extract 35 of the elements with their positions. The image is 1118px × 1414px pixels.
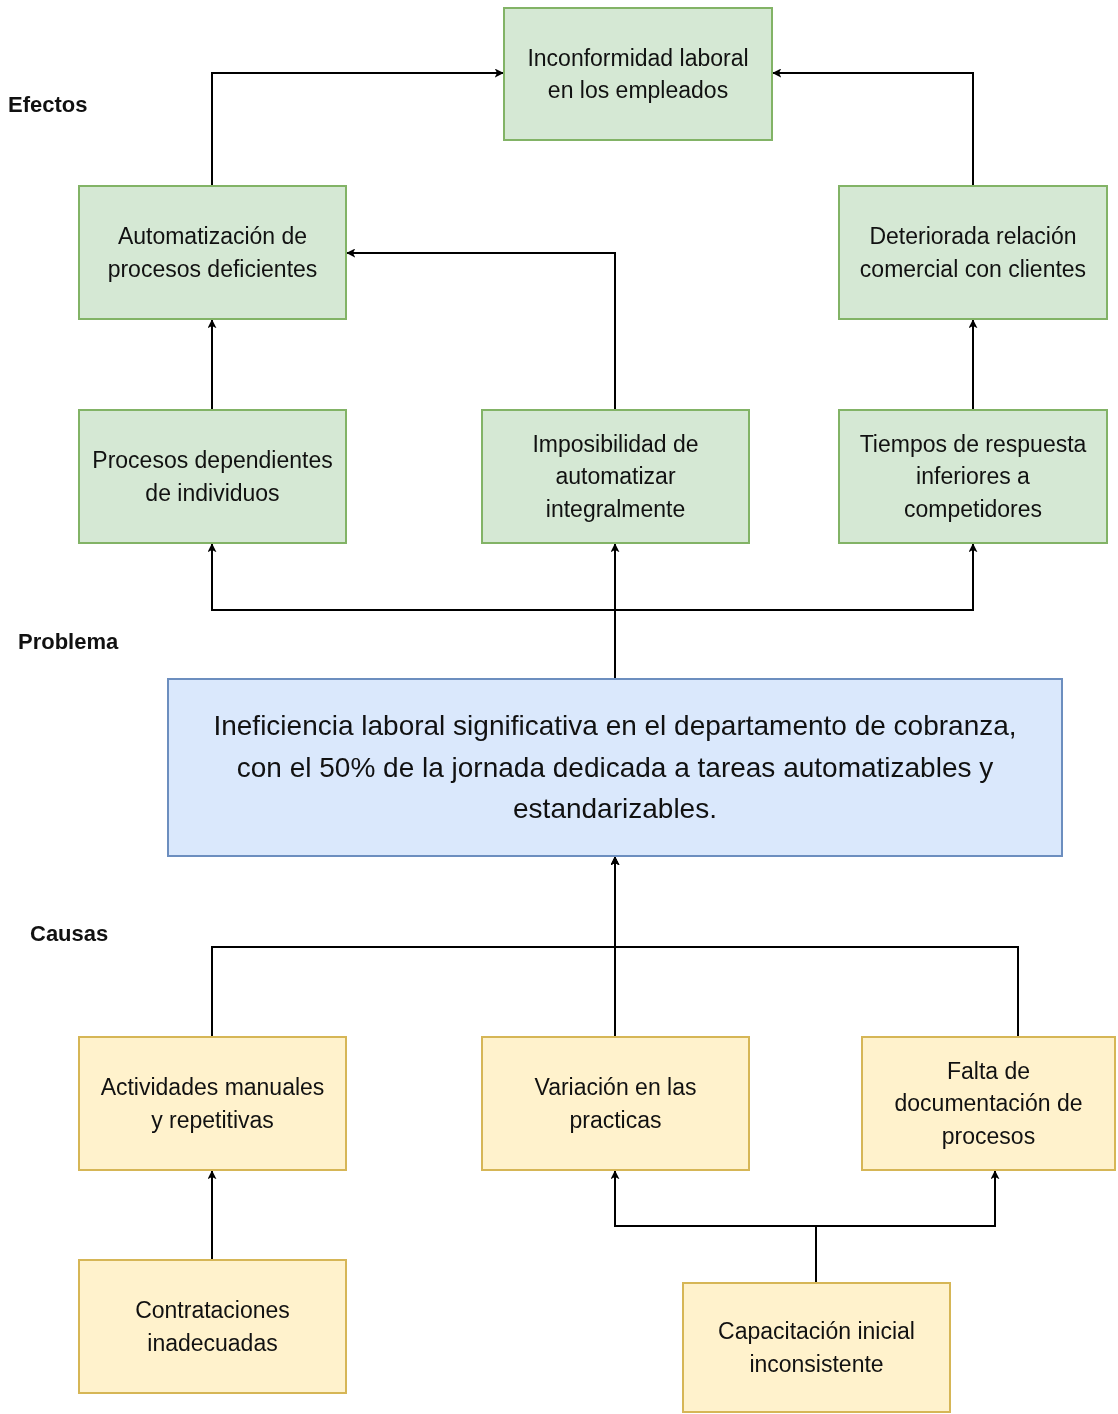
node-text: Contrataciones inadecuadas	[134, 1296, 291, 1358]
cause-box	[481, 1036, 750, 1171]
arrow	[346, 248, 616, 410]
node-text: Ineficiencia laboral significativa en el departamento de cobranza, con el 50% de la jornada dedicada a tareas automatizables y estandarizables.	[212, 709, 1018, 827]
effect-box	[481, 409, 750, 544]
effect-box	[838, 409, 1108, 544]
arrow	[610, 856, 1019, 1037]
problem-box	[167, 678, 1063, 857]
cause-box	[861, 1036, 1116, 1171]
arrow	[211, 68, 504, 186]
arrow	[207, 1170, 217, 1260]
node-text: Actividades manuales y repetitivas	[99, 1073, 326, 1135]
arrow	[772, 68, 974, 186]
effect-box	[78, 409, 347, 544]
node-text: Procesos dependientes de individuos	[91, 446, 334, 508]
node-text: Deteriorada relación comercial con clientes	[858, 222, 1088, 284]
effect-box	[78, 185, 347, 320]
section-heading: Problema	[18, 629, 119, 655]
section-heading: Causas	[30, 921, 109, 947]
cause-box	[78, 1036, 347, 1171]
node-text: Falta de documentación de procesos	[893, 1057, 1084, 1151]
effect-box	[503, 7, 773, 141]
node-text: Automatización de procesos deficientes	[106, 222, 319, 284]
node-text: Imposibilidad de automatizar integralmente	[531, 430, 700, 524]
arrow	[968, 319, 978, 410]
arrow	[207, 319, 217, 410]
cause-box	[78, 1259, 347, 1394]
arrow	[815, 1170, 1000, 1283]
node-text: Capacitación inicial inconsistente	[717, 1317, 916, 1379]
section-heading: Efectos	[8, 92, 88, 118]
cause-box	[682, 1282, 951, 1413]
node-text: Inconformidad laboral en los empleados	[526, 43, 750, 105]
effect-box	[838, 185, 1108, 320]
node-text: Tiempos de respuesta inferiores a competidores	[858, 430, 1088, 524]
node-text: Variación en las practicas	[533, 1073, 698, 1135]
